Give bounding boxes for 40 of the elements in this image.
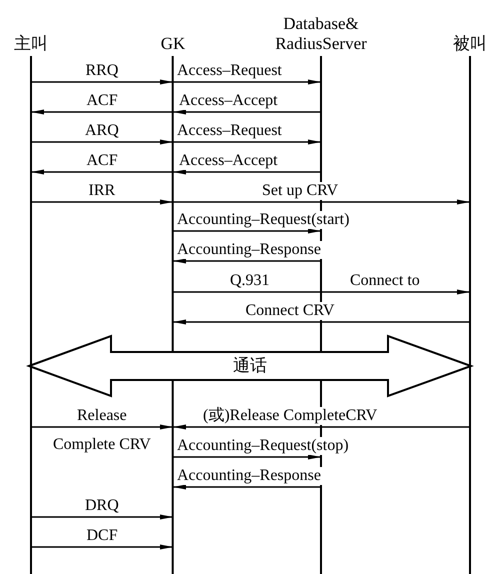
message-arrow — [173, 258, 321, 264]
message-arrow — [173, 424, 470, 430]
message-arrow — [173, 454, 321, 460]
edge-label: Accounting–Response — [176, 467, 322, 485]
phase-label: 通话 — [233, 356, 267, 376]
message-arrow — [173, 110, 321, 114]
edge-label: Access–Accept — [178, 152, 279, 170]
message-arrow — [31, 200, 173, 204]
edge-label: (或)Release CompleteCRV — [202, 407, 378, 425]
message-arrow — [31, 110, 173, 114]
message-arrow — [31, 140, 173, 144]
edge-label: Accounting–Request(start) — [176, 211, 350, 229]
edge-label: DRQ — [84, 497, 120, 515]
message-arrow — [173, 484, 321, 490]
message-label: Complete CRV — [52, 436, 152, 454]
message-arrow — [173, 140, 321, 144]
edge-label: Accounting–Response — [176, 241, 322, 259]
edge-label: RRQ — [84, 62, 120, 80]
message-arrow — [173, 200, 470, 204]
message-arrow — [173, 80, 321, 84]
edge-label: Set up CRV — [261, 182, 340, 200]
message-arrow — [31, 80, 173, 84]
message-arrow — [173, 170, 321, 174]
edge-label: Connect CRV — [244, 302, 336, 320]
edge-label: Access–Accept — [178, 92, 279, 110]
message-arrow — [31, 544, 173, 550]
participant-label: Database& RadiusServer — [274, 14, 368, 54]
participant-label: 主叫 — [14, 34, 48, 54]
edge-label: Accounting–Request(stop) — [176, 437, 350, 455]
message-arrow — [31, 514, 173, 520]
edge-label: ARQ — [84, 122, 120, 140]
message-arrow — [173, 228, 321, 234]
edge-label: Access–Request — [176, 62, 283, 80]
message-arrow — [173, 320, 470, 324]
edge-label: Q.931 — [229, 272, 271, 290]
message-arrow — [31, 170, 173, 174]
participant-label: GK — [160, 34, 186, 54]
message-arrow — [173, 290, 470, 294]
edge-label: Access–Request — [176, 122, 283, 140]
participant-label: 被叫 — [453, 34, 487, 54]
